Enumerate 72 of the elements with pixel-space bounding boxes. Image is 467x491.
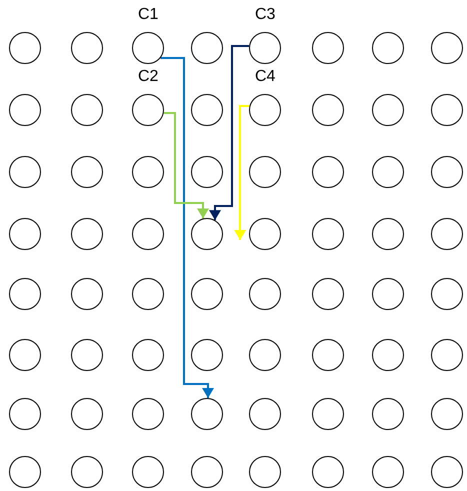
circle-node xyxy=(249,94,281,126)
circle-node xyxy=(431,278,463,310)
circle-node xyxy=(312,218,344,250)
circle-node xyxy=(9,339,41,371)
circle-node xyxy=(372,456,404,488)
pin-label: C4 xyxy=(255,68,276,86)
circle-node xyxy=(191,94,223,126)
circle-node xyxy=(431,339,463,371)
circle-node xyxy=(312,398,344,430)
circle-node xyxy=(9,32,41,64)
circle-node xyxy=(372,32,404,64)
circle-node xyxy=(249,218,281,250)
circle-node xyxy=(312,339,344,371)
circle-node xyxy=(249,156,281,188)
circle-node xyxy=(372,339,404,371)
circle-node xyxy=(372,278,404,310)
circle-node xyxy=(132,456,164,488)
circle-node xyxy=(132,32,164,64)
circle-node xyxy=(191,398,223,430)
arrow xyxy=(164,112,209,218)
circle-node xyxy=(191,218,223,250)
circle-node xyxy=(312,94,344,126)
circle-node xyxy=(132,398,164,430)
circle-node xyxy=(431,156,463,188)
circle-node xyxy=(71,218,103,250)
circle-node xyxy=(191,156,223,188)
pin-label: C3 xyxy=(255,6,276,24)
circle-node xyxy=(249,278,281,310)
circle-node xyxy=(132,156,164,188)
circle-node xyxy=(71,398,103,430)
circle-node xyxy=(132,278,164,310)
circle-node xyxy=(249,398,281,430)
arrow xyxy=(160,57,214,398)
circle-node xyxy=(372,94,404,126)
circle-node xyxy=(431,218,463,250)
circle-node xyxy=(9,156,41,188)
circle-node xyxy=(9,398,41,430)
circle-node xyxy=(312,278,344,310)
circle-node xyxy=(431,32,463,64)
arrow xyxy=(209,45,250,220)
circle-node xyxy=(71,278,103,310)
circle-node xyxy=(372,398,404,430)
circle-node xyxy=(249,456,281,488)
circle-node xyxy=(132,339,164,371)
circle-node xyxy=(9,456,41,488)
circle-node xyxy=(132,94,164,126)
circle-node xyxy=(431,398,463,430)
circle-node xyxy=(71,156,103,188)
arrow xyxy=(234,105,250,240)
circle-node xyxy=(191,456,223,488)
circle-node xyxy=(71,456,103,488)
circle-node xyxy=(191,278,223,310)
circle-node xyxy=(191,32,223,64)
circle-node xyxy=(431,94,463,126)
circle-node xyxy=(71,32,103,64)
circle-node xyxy=(71,94,103,126)
circle-node xyxy=(132,218,164,250)
circle-node xyxy=(71,339,103,371)
circle-node xyxy=(312,32,344,64)
pin-label: C2 xyxy=(138,68,158,86)
circle-node xyxy=(431,456,463,488)
circle-node xyxy=(249,339,281,371)
pin-label: C1 xyxy=(138,6,158,24)
circle-node xyxy=(372,156,404,188)
circle-node xyxy=(312,156,344,188)
circle-node xyxy=(312,456,344,488)
circle-node xyxy=(372,218,404,250)
circle-node xyxy=(249,32,281,64)
circle-node xyxy=(191,339,223,371)
circle-node xyxy=(9,278,41,310)
circle-node xyxy=(9,218,41,250)
circle-node xyxy=(9,94,41,126)
